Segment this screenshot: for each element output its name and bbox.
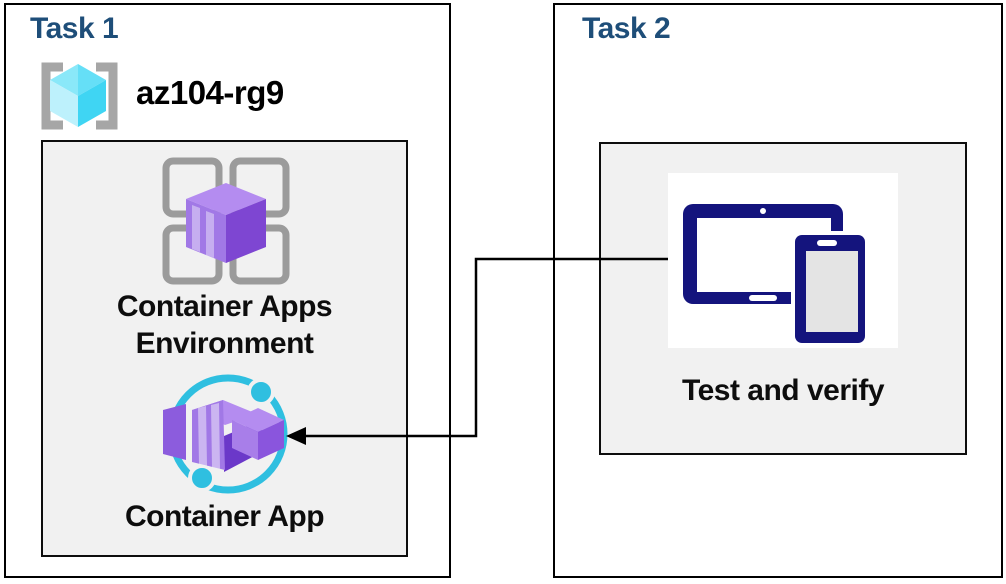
test-and-verify-label: Test and verify	[681, 374, 885, 407]
container-app-label: Container App	[124, 500, 325, 533]
tablet-and-phone-icon	[683, 204, 869, 347]
environment-label: Container Apps Environment	[41, 288, 408, 362]
environment-label-line1: Container Apps	[116, 290, 333, 323]
container-apps-environment-icon	[162, 157, 290, 285]
task2-title: Task 2	[582, 12, 671, 45]
environment-label-line2: Environment	[135, 327, 314, 360]
resource-group-name: az104-rg9	[136, 74, 284, 111]
resource-group-icon	[41, 62, 118, 130]
container-app-icon	[163, 374, 288, 494]
task1-title: Task 1	[30, 12, 119, 45]
